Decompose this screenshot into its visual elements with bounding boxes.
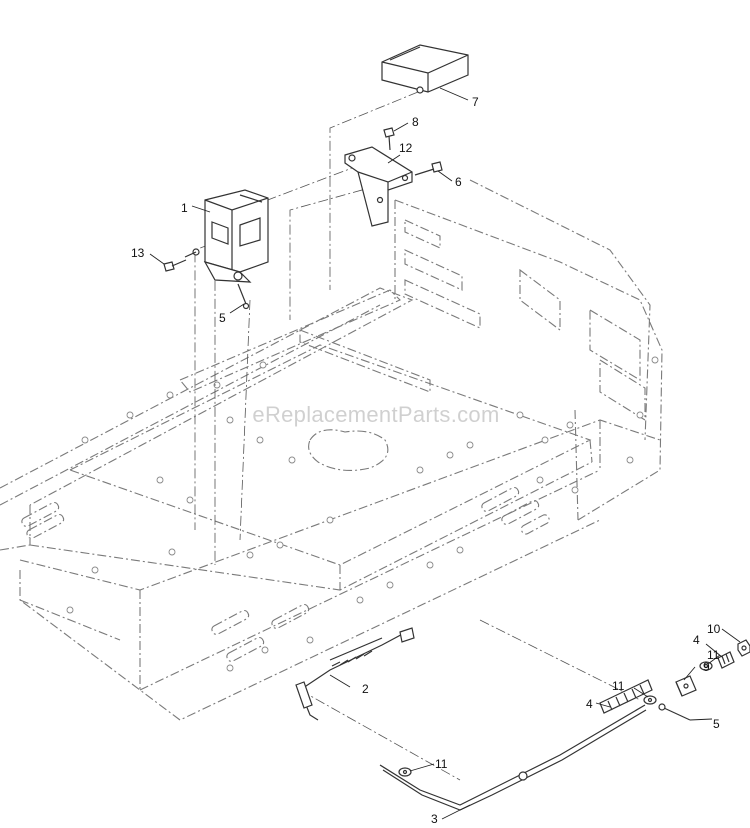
part-5-pin-upper[interactable] <box>237 283 250 310</box>
callout-3[interactable]: 3 <box>431 812 438 826</box>
part-1-actuator-module[interactable] <box>184 189 269 283</box>
part-2-cable-assembly[interactable] <box>295 627 415 721</box>
callout-6[interactable]: 6 <box>455 175 462 189</box>
part-12-bracket[interactable] <box>344 146 413 227</box>
part-7-cover[interactable] <box>381 44 469 94</box>
callout-8[interactable]: 8 <box>412 115 419 129</box>
part-13-screw[interactable] <box>163 259 187 272</box>
watermark-text: eReplacementParts.com <box>252 402 500 427</box>
part-11-washer-a[interactable] <box>699 661 713 671</box>
callout-5-lower[interactable]: 5 <box>713 717 720 731</box>
part-8-bolt[interactable] <box>383 127 395 151</box>
callout-5-upper[interactable]: 5 <box>219 311 226 325</box>
callout-10[interactable]: 10 <box>707 622 721 636</box>
callout-7[interactable]: 7 <box>472 95 479 109</box>
part-10-nut[interactable] <box>737 639 750 657</box>
chassis-holes <box>66 356 659 672</box>
part-11-washer-c[interactable] <box>398 767 412 777</box>
callout-13[interactable]: 13 <box>131 246 145 260</box>
callout-4-lower[interactable]: 4 <box>586 697 593 711</box>
part-3-linkage-rod[interactable] <box>379 704 647 811</box>
callout-leader-lines <box>149 87 741 820</box>
part-5-pin-lower[interactable] <box>658 703 691 721</box>
callout-numbers: 1 2 3 4 4 5 5 6 7 8 9 10 11 11 11 12 13 <box>131 95 721 826</box>
part-6-bolt[interactable] <box>414 161 443 176</box>
part-9-connector-block[interactable] <box>675 675 697 697</box>
callout-4-upper[interactable]: 4 <box>693 633 700 647</box>
part-11-washer-b[interactable] <box>643 695 657 705</box>
callout-12[interactable]: 12 <box>399 141 413 155</box>
part-4-spring-lower[interactable] <box>599 679 653 714</box>
part-4-spring-upper[interactable] <box>717 651 735 669</box>
chassis-frame <box>0 179 663 721</box>
callout-11-lower[interactable]: 11 <box>435 757 448 771</box>
callout-1[interactable]: 1 <box>181 201 188 215</box>
callout-11-middle[interactable]: 11 <box>612 679 625 693</box>
callout-11-upper[interactable]: 11 <box>707 648 720 662</box>
callout-2[interactable]: 2 <box>362 682 369 696</box>
callout-9[interactable]: 9 <box>703 660 710 674</box>
